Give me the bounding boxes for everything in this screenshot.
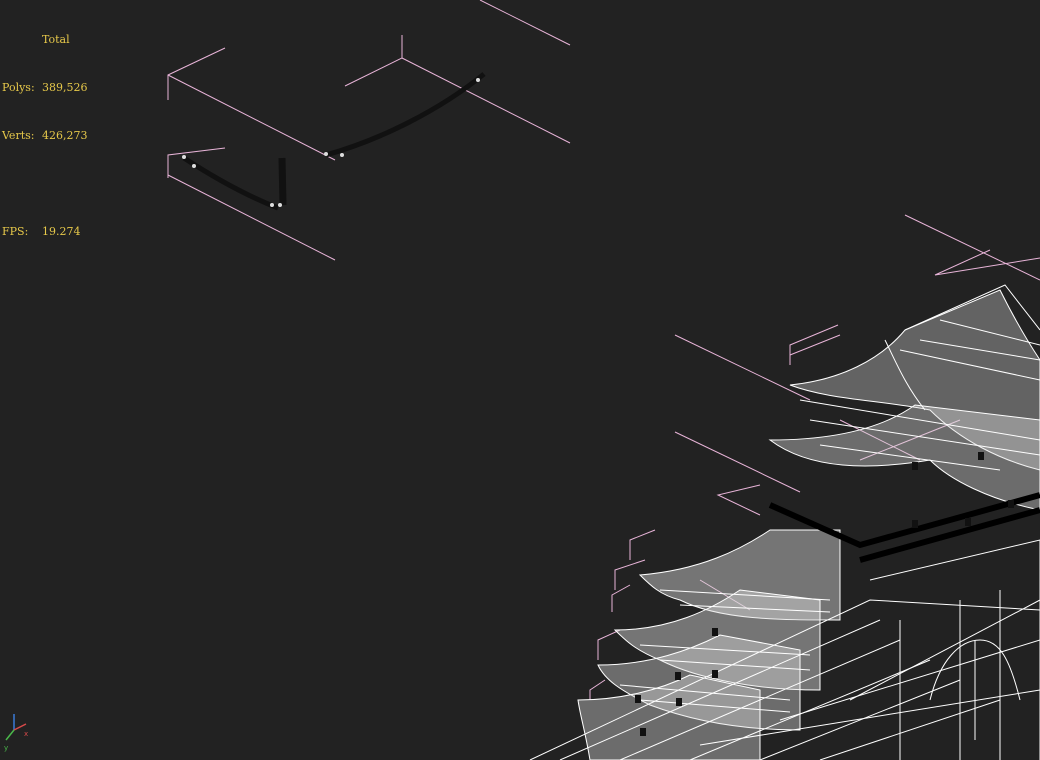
stats-header: Total bbox=[42, 33, 70, 46]
polys-label: Polys: bbox=[2, 81, 35, 94]
selected-spline-right[interactable] bbox=[324, 72, 486, 158]
lanterns bbox=[635, 452, 1014, 736]
verts-value: 426,273 bbox=[42, 129, 88, 142]
fps-value: 19.274 bbox=[42, 225, 81, 238]
stats-polys-row: Polys: 389,526 bbox=[2, 80, 88, 96]
pavilion-wireframe[interactable] bbox=[529, 284, 1040, 760]
spline-helper-box-left[interactable] bbox=[167, 47, 336, 261]
stats-verts-row: Verts: 426,273 bbox=[2, 128, 88, 144]
verts-label: Verts: bbox=[2, 129, 35, 142]
polys-value: 389,526 bbox=[42, 81, 88, 94]
fps-label: FPS: bbox=[2, 225, 29, 238]
svg-text:y: y bbox=[4, 744, 8, 752]
building-helper-lines[interactable] bbox=[589, 214, 1040, 700]
viewport-statistics: Total Polys: 389,526 Verts: 426,273 FPS: 19… bbox=[2, 0, 88, 272]
stats-fps-row: FPS: 19.274 bbox=[2, 224, 88, 240]
selected-spline-left[interactable] bbox=[182, 155, 287, 211]
spline-helper-box-right[interactable] bbox=[344, 0, 571, 144]
axis-gizmo-icon: x y bbox=[4, 714, 28, 752]
svg-text:x: x bbox=[24, 730, 28, 738]
